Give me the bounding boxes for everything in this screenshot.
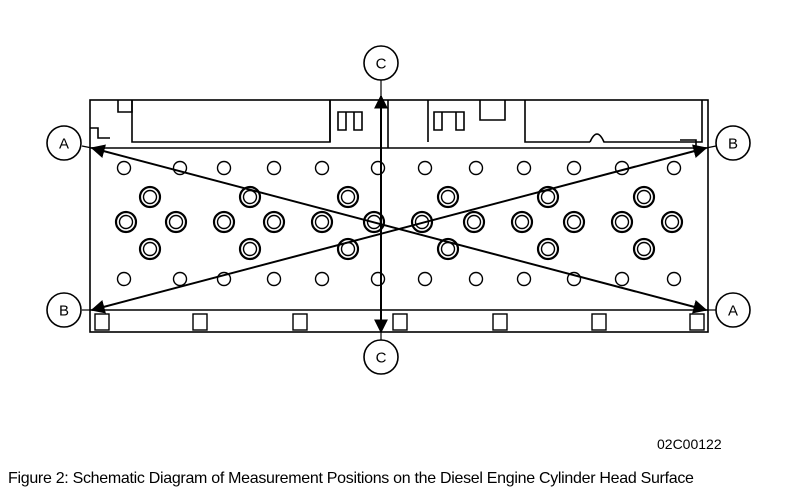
callouts: A B B A C C [46, 45, 751, 375]
large-hole [114, 210, 138, 234]
large-hole [632, 185, 656, 209]
small-hole [566, 160, 582, 176]
large-hole [138, 237, 162, 261]
large-hole [436, 185, 460, 209]
large-bolt-holes [114, 185, 684, 261]
label-b-left: B [59, 303, 69, 320]
label-a-left: A [59, 136, 69, 153]
large-hole [212, 210, 236, 234]
large-hole [238, 237, 262, 261]
large-hole [632, 237, 656, 261]
large-hole [510, 210, 534, 234]
small-hole [666, 271, 682, 287]
bottom-tabs [94, 313, 705, 331]
large-hole [336, 185, 360, 209]
small-hole [468, 271, 484, 287]
large-hole [660, 210, 684, 234]
large-hole [262, 210, 286, 234]
small-hole [314, 160, 330, 176]
small-hole [216, 160, 232, 176]
figure-code: 02C00122 [657, 436, 722, 452]
small-hole [614, 271, 630, 287]
small-bolt-holes [116, 160, 682, 287]
small-hole [666, 160, 682, 176]
large-hole [138, 185, 162, 209]
small-hole [266, 160, 282, 176]
figure-caption: Figure 2: Schematic Diagram of Measureme… [8, 470, 694, 487]
large-hole [462, 210, 486, 234]
large-hole [164, 210, 188, 234]
label-c-bottom: C [376, 350, 387, 367]
small-hole [417, 271, 433, 287]
large-hole [536, 237, 560, 261]
label-b-right: B [728, 136, 738, 153]
small-hole [417, 160, 433, 176]
small-hole [172, 271, 188, 287]
measure-line-b [90, 144, 708, 314]
small-hole [116, 160, 132, 176]
measurement-lines [90, 94, 708, 334]
small-hole [370, 160, 386, 176]
small-hole [116, 271, 132, 287]
small-hole [266, 271, 282, 287]
large-hole [562, 210, 586, 234]
small-hole [370, 271, 386, 287]
label-a-right: A [728, 303, 738, 320]
small-hole [314, 271, 330, 287]
large-hole [310, 210, 334, 234]
large-hole [610, 210, 634, 234]
label-c-top: C [376, 56, 387, 73]
small-hole [516, 271, 532, 287]
cylinder-head-diagram: A B B A C C [46, 45, 751, 375]
small-hole [468, 160, 484, 176]
small-hole [516, 160, 532, 176]
